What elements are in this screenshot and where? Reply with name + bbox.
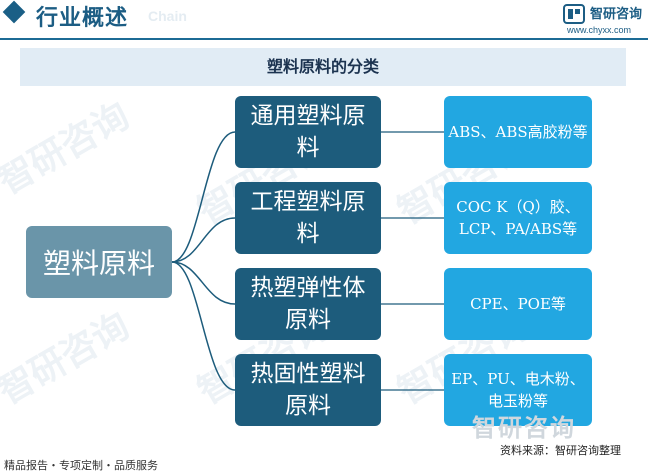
page-header: 行业概述 Chain 智研咨询 www.chyxx.com bbox=[0, 0, 648, 40]
header-subtitle: Chain bbox=[148, 8, 187, 24]
detail-node-thermoset: EP、PU、电木粉、电玉粉等 bbox=[444, 354, 592, 426]
category-node-general: 通用塑料原料 bbox=[235, 96, 381, 168]
diagram-title: 塑料原料的分类 bbox=[20, 48, 626, 86]
category-node-engineering: 工程塑料原料 bbox=[235, 182, 381, 254]
logo-text: 智研咨询 bbox=[590, 7, 643, 22]
category-node-elastomer: 热塑弹性体原料 bbox=[235, 268, 381, 340]
detail-node-general: ABS、ABS高胶粉等 bbox=[444, 96, 592, 168]
category-node-thermoset: 热固性塑料原料 bbox=[235, 354, 381, 426]
detail-node-engineering: COC K（Q）胶、LCP、PA/ABS等 bbox=[444, 182, 592, 254]
source-note: 资料来源：智研咨询整理 bbox=[500, 444, 621, 457]
root-node: 塑料原料 bbox=[26, 226, 172, 298]
logo-url: www.chyxx.com bbox=[567, 25, 632, 35]
detail-node-elastomer: CPE、POE等 bbox=[444, 268, 592, 340]
page-title: 行业概述 bbox=[36, 6, 129, 31]
footer-watermark: 智研咨询 bbox=[472, 414, 576, 442]
header-divider bbox=[0, 38, 648, 40]
footer-slogan: 精品报告・专项定制・品质服务 bbox=[4, 459, 158, 472]
logo-icon bbox=[563, 4, 585, 24]
